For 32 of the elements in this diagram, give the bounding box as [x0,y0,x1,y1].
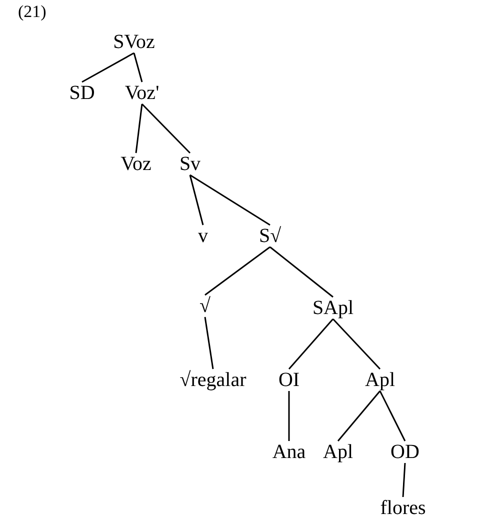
tree-branch [204,316,214,370]
tree-node-label: OI [278,369,300,391]
tree-branch [82,52,134,83]
tree-node-label: Sv [179,153,201,175]
tree-node-label: SVoz [113,31,155,53]
tree-branch [379,390,406,442]
tree-node-label: Apl [323,441,353,463]
tree-node-label: Apl [365,369,395,391]
tree-node-label: √regalar [180,369,246,391]
tree-branch [133,52,143,82]
tree-branch [141,103,191,154]
tree-node-label: Ana [272,441,306,463]
tree-branch [288,391,290,441]
tree-branch [190,174,270,226]
tree-branch [135,104,143,154]
example-number: (21) [18,2,46,22]
tree-branch [270,246,334,298]
tree-node-label: flores [380,497,426,519]
tree-node-label: SApl [312,297,354,319]
tree-node-label: OD [390,441,420,463]
tree-branch [288,318,334,370]
tree-branch [337,390,381,442]
tree-branch [189,174,204,226]
tree-node-label: S√ [258,225,282,247]
tree-branch [204,246,270,296]
tree-branch [332,318,381,370]
tree-node-label: Voz' [124,82,160,104]
tree-node-label: Voz [120,153,152,175]
tree-node-label: √ [200,295,210,317]
tree-node-label: v [198,225,208,247]
tree-node-label: SD [69,82,95,104]
tree-branch [402,462,406,498]
